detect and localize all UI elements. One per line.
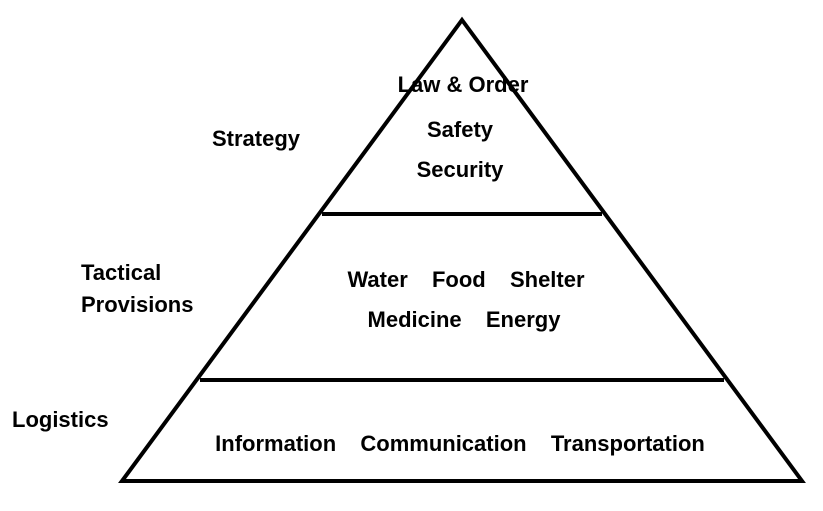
tier-middle-line2: Medicine Energy (367, 307, 561, 332)
tier-top-law-order: Law & Order (397, 72, 529, 97)
tactical-label: Tactical (81, 260, 162, 285)
provisions-label: Provisions (81, 292, 194, 317)
tier-top-security: Security (416, 157, 504, 182)
tier-top-safety: Safety (426, 117, 494, 142)
strategy-label: Strategy (212, 126, 301, 151)
logistics-label: Logistics (12, 407, 109, 432)
tier-middle-line1: Water Food Shelter (347, 267, 585, 292)
pyramid-outline (118, 16, 806, 483)
tier-bottom-line1: Information Communication Transportation (215, 431, 705, 456)
